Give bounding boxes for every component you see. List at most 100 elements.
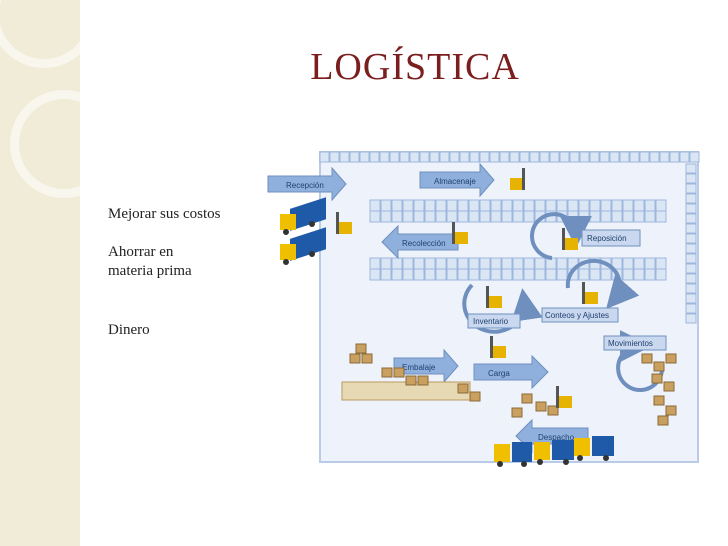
shelf-cell [468, 257, 480, 270]
label-movimientos: Movimientos [608, 339, 653, 348]
box [653, 395, 665, 406]
shelf-cell [501, 210, 513, 223]
label-despacho: Despacho [538, 433, 575, 442]
shelf-cell [578, 199, 590, 212]
shelf-cell [622, 199, 634, 212]
box [657, 415, 669, 426]
truck-icon [574, 436, 614, 461]
shelf-cell [435, 257, 447, 270]
shelf-cell [556, 268, 568, 281]
inventario-cycle: Inventario [462, 283, 543, 334]
box [521, 393, 533, 404]
forklift-icon [510, 168, 525, 190]
shelf-cell [659, 151, 670, 163]
truck-icon [494, 442, 532, 467]
shelf-cell [639, 151, 650, 163]
shelf-cell [402, 199, 414, 212]
arrow-recoleccion: Recolección [381, 224, 459, 260]
box [511, 407, 523, 418]
shelf-cell [468, 210, 480, 223]
shelf-cell [339, 151, 350, 163]
arrow-almacenaje: Almacenaje [419, 162, 495, 198]
shelf-cell [523, 199, 535, 212]
shelf-cell [567, 199, 579, 212]
shelf-cell [501, 268, 513, 281]
shelf-cell [689, 151, 700, 163]
shelf-cell [457, 257, 469, 270]
shelf-cell [578, 268, 590, 281]
shelf-cell [685, 163, 697, 174]
shelf-cell [655, 268, 667, 281]
box [535, 401, 547, 412]
shelf-cell [534, 257, 546, 270]
shelf-cell [369, 268, 381, 281]
shelf-cell [579, 151, 590, 163]
shelf-cell [479, 268, 491, 281]
box [665, 353, 677, 364]
shelf-cell [685, 313, 697, 324]
shelf-cell [490, 257, 502, 270]
shelf-cell [435, 199, 447, 212]
shelf-cell [380, 210, 392, 223]
shelf-cell [468, 199, 480, 212]
shelf-cell [559, 151, 570, 163]
shelf-cell [446, 257, 458, 270]
shelf-cell [519, 151, 530, 163]
shelf-cell [329, 151, 340, 163]
truck-icon [280, 197, 326, 235]
shelf-cell [685, 303, 697, 314]
shelf-cell [655, 199, 667, 212]
shelf-cell [685, 273, 697, 284]
forklift-icon [336, 212, 352, 234]
conteos-cycle: Conteos y Ajustes [541, 258, 640, 323]
shelf-cell [413, 257, 425, 270]
shelf-cell [369, 210, 381, 223]
label-recoleccion: Recolección [402, 239, 446, 248]
reposicion-cycle: Reposición [530, 212, 641, 260]
shelf-cell [578, 210, 590, 223]
shelf-cell [391, 210, 403, 223]
forklift-icon [582, 282, 598, 304]
shelf-cell [489, 151, 500, 163]
shelf-cell [644, 210, 656, 223]
shelf-cell [429, 151, 440, 163]
shelf-cell [391, 199, 403, 212]
shelf-cell [685, 223, 697, 234]
shelf-cell [379, 151, 390, 163]
shelf-cell [655, 257, 667, 270]
box [653, 361, 665, 372]
shelf-cell [402, 268, 414, 281]
box [641, 353, 653, 364]
shelf-cell [611, 210, 623, 223]
shelf-cell [609, 151, 620, 163]
shelf-cell [501, 257, 513, 270]
shelf-cell [457, 199, 469, 212]
shelf-cell [589, 210, 601, 223]
forklift-icon [562, 228, 578, 250]
shelf-cell [556, 257, 568, 270]
shelf-cell [685, 253, 697, 264]
shelf-cell [685, 243, 697, 254]
shelf-cell [369, 199, 381, 212]
shelf-cell [413, 199, 425, 212]
box [665, 405, 677, 416]
label-almacenaje: Almacenaje [434, 177, 476, 186]
warehouse-floor [319, 151, 699, 463]
shelf-cell [479, 210, 491, 223]
box-stacks [349, 343, 677, 426]
shelf-cell [685, 213, 697, 224]
forklift-icon [556, 386, 572, 408]
shelf-cell [600, 268, 612, 281]
shelf-cell [479, 151, 490, 163]
shelf-cell [545, 268, 557, 281]
shelf-cell [649, 151, 660, 163]
box [393, 367, 405, 378]
shelf-cell [622, 210, 634, 223]
shelf-cell [685, 183, 697, 194]
shelf-cell [523, 257, 535, 270]
box [355, 343, 367, 354]
shelf-cell [369, 257, 381, 270]
shelf-cell [685, 263, 697, 274]
shelf-cell [457, 268, 469, 281]
forklift-icon [486, 286, 502, 308]
